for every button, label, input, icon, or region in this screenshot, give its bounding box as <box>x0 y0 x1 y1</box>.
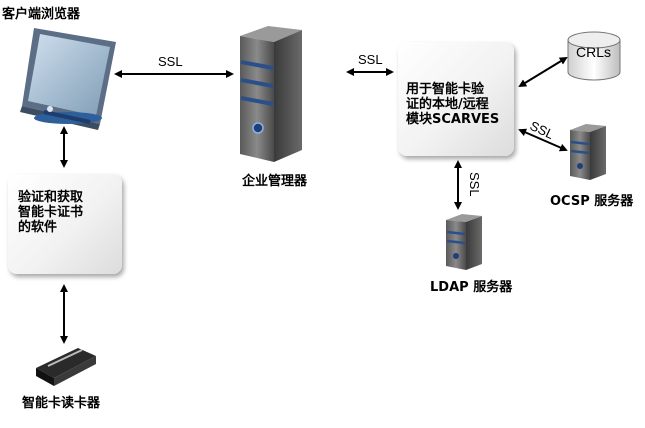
arrow-module-crls <box>518 56 568 88</box>
ssl-label-module-ldap: SSL <box>467 172 482 197</box>
remote-module-box: 用于智能卡验 证的本地/远程 模块SCARVES <box>398 42 514 156</box>
card-reader-icon <box>36 348 96 386</box>
verify-software-line-3: 的软件 <box>18 220 58 235</box>
arrow-module-ocsp <box>518 128 568 152</box>
verify-software-line-2: 智能卡证书 <box>18 205 84 220</box>
crl-database-icon <box>567 31 621 81</box>
enterprise-manager-label: 企业管理器 <box>242 174 308 189</box>
crls-label: CRLs <box>576 44 612 60</box>
ssl-label-manager-module: SSL <box>358 52 383 67</box>
ldap-server-icon <box>446 214 482 270</box>
client-browser-label: 客户端浏览器 <box>2 7 81 22</box>
remote-module-line-1: 用于智能卡验 <box>406 82 485 97</box>
ocsp-server-label: OCSP 服务器 <box>550 194 634 209</box>
remote-module-line-2: 证的本地/远程 <box>406 97 489 112</box>
remote-module-line-3: 模块SCARVES <box>406 112 500 127</box>
verify-software-box: 验证和获取 智能卡证书 的软件 <box>8 174 122 274</box>
card-reader-label: 智能卡读卡器 <box>22 396 101 411</box>
connection-arrows <box>60 56 568 344</box>
ssl-label-browser-manager: SSL <box>158 54 183 69</box>
enterprise-server-icon <box>240 26 302 162</box>
ldap-server-label: LDAP 服务器 <box>430 280 513 295</box>
monitor-icon <box>20 28 116 130</box>
ocsp-server-icon <box>570 124 606 180</box>
verify-software-line-1: 验证和获取 <box>18 190 84 205</box>
